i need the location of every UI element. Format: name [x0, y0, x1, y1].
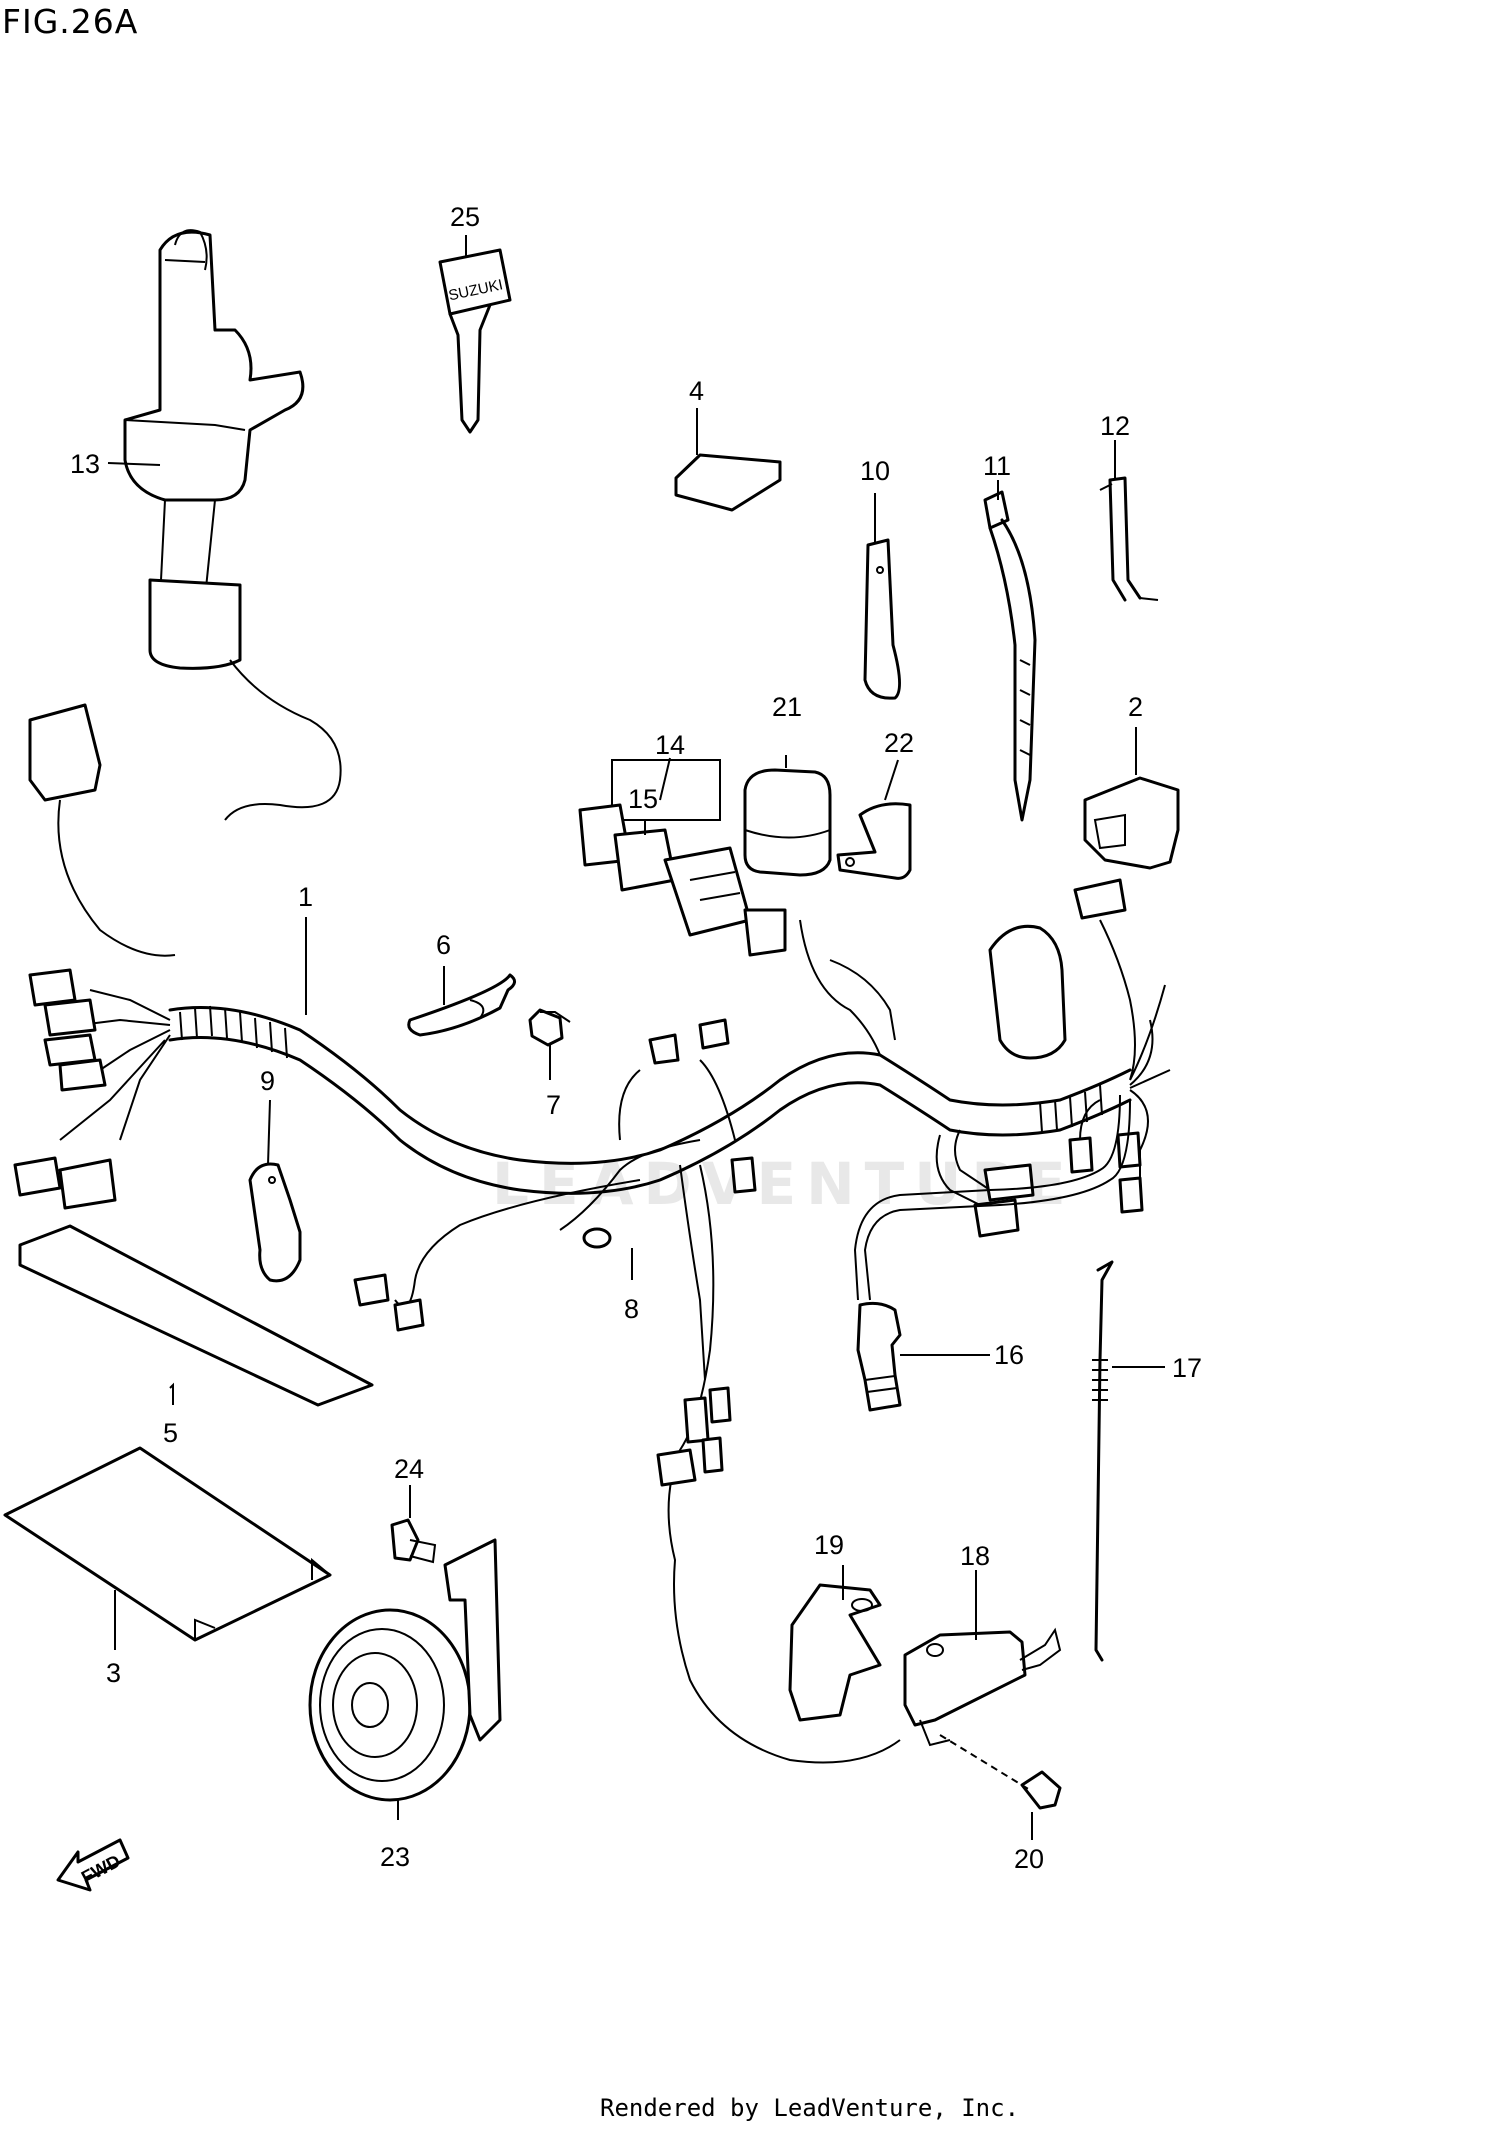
callout-17[interactable]: 17 — [1172, 1353, 1202, 1383]
callout-11[interactable]: 11 — [983, 451, 1011, 481]
relay-connector-part-14[interactable] — [578, 759, 721, 892]
label-sheet-part-3[interactable] — [3, 1446, 332, 1642]
callout-6[interactable]: 6 — [436, 930, 451, 960]
callout-3[interactable]: 3 — [106, 1658, 121, 1688]
callout-18[interactable]: 18 — [960, 1541, 990, 1571]
clamp-part-6[interactable] — [407, 973, 516, 1037]
sheet-part-5[interactable] — [18, 1224, 374, 1407]
callout-1[interactable]: 1 — [298, 882, 313, 912]
cable-part-17[interactable] — [1092, 1260, 1114, 1662]
fwd-arrow-icon: FWD — [56, 1838, 130, 1892]
callout-2[interactable]: 2 — [1128, 692, 1143, 722]
callout-8[interactable]: 8 — [624, 1294, 639, 1324]
connector-part-15[interactable] — [663, 846, 752, 937]
ring-terminal-part-8[interactable] — [582, 1227, 612, 1249]
callout-24[interactable]: 24 — [394, 1454, 424, 1484]
bolt-part-24[interactable] — [390, 1518, 437, 1564]
coupler-cap-part-2[interactable] — [1073, 776, 1180, 920]
callout-22[interactable]: 22 — [884, 728, 914, 758]
key-part-25[interactable]: SUZUKI — [438, 248, 512, 434]
ignition-switch-part-13[interactable] — [123, 229, 342, 821]
pad-part-4[interactable] — [674, 453, 782, 512]
callout-21[interactable]: 21 — [772, 692, 802, 722]
callout-12[interactable]: 12 — [1100, 411, 1130, 441]
cable-tie-part-11[interactable] — [983, 490, 1037, 822]
relay-part-21[interactable] — [743, 768, 832, 957]
callout-5[interactable]: 5 — [163, 1418, 178, 1448]
callout-10[interactable]: 10 — [860, 456, 890, 486]
bracket-part-22[interactable] — [836, 802, 912, 880]
screw-part-20[interactable] — [939, 1734, 1062, 1810]
callout-20[interactable]: 20 — [1014, 1844, 1044, 1874]
callout-13[interactable]: 13 — [70, 449, 100, 479]
sensor-part-16[interactable] — [856, 1301, 902, 1412]
clamp-part-12[interactable] — [1099, 476, 1159, 602]
callout-25[interactable]: 25 — [450, 202, 480, 232]
bolt-part-7[interactable] — [528, 1008, 571, 1047]
clamp-part-9[interactable] — [248, 1162, 302, 1283]
callout-16[interactable]: 16 — [994, 1340, 1024, 1370]
callout-23[interactable]: 23 — [380, 1842, 410, 1872]
switch-part-18[interactable] — [903, 1627, 1062, 1747]
callout-9[interactable]: 9 — [260, 1066, 275, 1096]
render-credit-footer: Rendered by LeadVenture, Inc. — [600, 2094, 1020, 2122]
left-connector-block[interactable] — [28, 703, 176, 957]
figure-title: FIG.26A — [2, 2, 139, 41]
wiring-harness-part-1[interactable] — [13, 919, 1171, 1764]
callout-14[interactable]: 14 — [655, 730, 685, 760]
bracket-part-19[interactable] — [788, 1583, 882, 1722]
horn-part-23[interactable] — [308, 1538, 502, 1802]
callout-numbers: 1 2 3 4 5 6 7 8 9 10 11 12 13 14 15 16 1… — [70, 202, 1202, 1874]
callout-19[interactable]: 19 — [814, 1530, 844, 1560]
callout-4[interactable]: 4 — [689, 376, 704, 406]
clamp-part-10[interactable] — [863, 538, 901, 700]
callout-15[interactable]: 15 — [628, 784, 658, 814]
leader-lines — [107, 235, 1165, 1840]
callout-7[interactable]: 7 — [546, 1090, 561, 1120]
